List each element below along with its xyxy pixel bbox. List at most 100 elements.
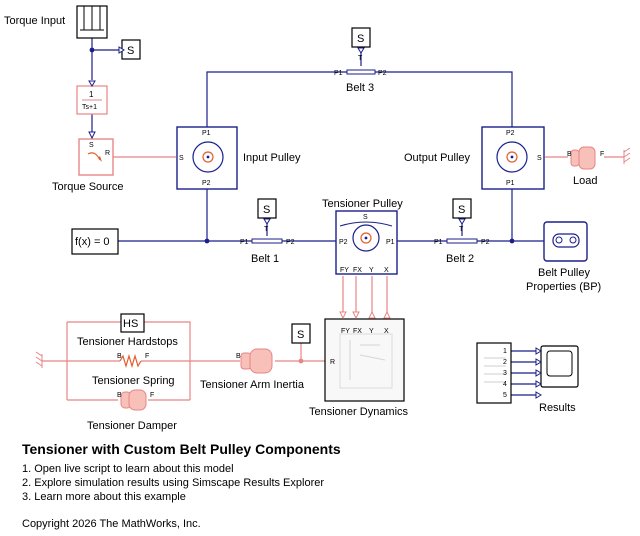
output-pulley-block[interactable]: P2 P1 S [481, 126, 545, 190]
tensioner-damper-label: Tensioner Damper [87, 420, 177, 432]
belt3-block[interactable]: P1 P2 [334, 69, 387, 77]
belt1-block[interactable]: P1 P2 [240, 238, 295, 246]
torque-source-label: Torque Source [52, 181, 124, 193]
physical-connections [42, 156, 624, 401]
tensioner-dynamics-port-r: R [330, 359, 335, 366]
belt3-port-p1: P1 [334, 70, 343, 77]
input-pulley-label: Input Pulley [243, 152, 301, 164]
torque-input-label: Torque Input [4, 15, 65, 27]
belt3-sensor-label: S [357, 33, 364, 45]
belt3-port-p2: P2 [378, 70, 387, 77]
damper-port-b: B [117, 392, 122, 399]
torque-source-port-s: S [89, 142, 94, 149]
torque-source-block[interactable]: S R [78, 138, 114, 176]
results-port-3: 3 [503, 370, 507, 377]
input-pulley-port-s: S [179, 155, 184, 162]
load-port-f: F [600, 151, 604, 158]
transfer-denominator: Ts+1 [82, 104, 97, 111]
model-title: Tensioner with Custom Belt Pulley Compon… [22, 441, 341, 457]
input-pulley-block[interactable]: P1 P2 S [176, 126, 238, 190]
physical-junction [298, 358, 304, 364]
solver-config-label: f(x) = 0 [75, 236, 110, 248]
belt-pulley-properties-block[interactable] [543, 221, 588, 262]
transfer-numerator: 1 [89, 90, 94, 99]
belt1-sensor-label: S [263, 204, 270, 216]
results-port-5: 5 [503, 392, 507, 399]
inertia-port-b: B [236, 353, 241, 360]
belt2-port-p2: P2 [481, 239, 490, 246]
output-pulley-port-p1: P1 [506, 180, 515, 187]
load-port-b: B [567, 151, 572, 158]
torque-input-block[interactable] [76, 5, 108, 39]
tensioner-dynamics-port-fx: FX [353, 328, 362, 335]
output-pulley-port-s: S [537, 155, 542, 162]
tensioner-spring-label: Tensioner Spring [92, 375, 175, 387]
transfer-function-block[interactable]: 1 Ts+1 [76, 85, 108, 115]
tensioner-pulley-port-x: X [384, 267, 389, 274]
torque-scope-label: S [127, 45, 134, 57]
tensioner-spring-block[interactable]: B F [117, 353, 149, 369]
tensioner-dynamics-label: Tensioner Dynamics [309, 406, 409, 418]
junction-dots [89, 47, 515, 244]
tensioner-pulley-port-s: S [363, 214, 368, 221]
ground-icon [623, 147, 631, 164]
output-pulley-label: Output Pulley [404, 152, 471, 164]
tensioner-pulley-port-p1: P1 [386, 239, 395, 246]
results-scope-block[interactable] [540, 345, 579, 388]
input-pulley-port-p2: P2 [202, 180, 211, 187]
step-learn-more[interactable]: 3. Learn more about this example [22, 491, 186, 503]
belt2-sensor-label: S [458, 204, 465, 216]
arrowheads [88, 46, 542, 399]
belt2-label: Belt 2 [446, 253, 474, 265]
tensioner-pulley-label: Tensioner Pulley [322, 198, 403, 210]
hardstops-icon-label: HS [123, 318, 138, 330]
tensioner-hardstops-label: Tensioner Hardstops [77, 336, 178, 348]
input-pulley-port-p1: P1 [202, 130, 211, 137]
results-port-4: 4 [503, 381, 507, 388]
tensioner-hardstops-block[interactable]: HS [120, 313, 145, 333]
torque-sensor-scope[interactable]: S [121, 39, 141, 60]
tensioner-pulley-block[interactable]: P2 P1 S FY FX Y X [335, 210, 398, 275]
arm-sensor[interactable]: S [291, 323, 311, 344]
tensioner-dynamics-block[interactable]: R FY FX Y X [324, 318, 405, 402]
results-port-1: 1 [503, 348, 507, 355]
tensioner-arm-inertia-block[interactable]: B [236, 348, 273, 374]
tensioner-pulley-port-p2: P2 [339, 239, 348, 246]
belt1-port-p2: P2 [286, 239, 295, 246]
arm-sensor-label: S [297, 329, 304, 341]
solver-configuration-block[interactable]: f(x) = 0 [71, 228, 119, 255]
physical-arrowheads [339, 310, 391, 320]
load-block[interactable]: B F [567, 146, 604, 170]
belt2-port-p1: P1 [434, 239, 443, 246]
tensioner-pulley-port-y: Y [369, 267, 374, 274]
results-mux-block[interactable]: 1 2 3 4 5 [476, 342, 512, 404]
belt2-block[interactable]: P1 P2 [434, 238, 490, 246]
results-label: Results [539, 402, 576, 414]
spring-port-b: B [117, 353, 122, 360]
copyright-text: Copyright 2026 The MathWorks, Inc. [22, 518, 201, 530]
belt1-sensor-port-t: T [264, 226, 269, 233]
belt3-sensor-port-t: T [358, 55, 363, 62]
left-ground-icon [35, 351, 43, 368]
belt3-sensor[interactable]: S [351, 27, 371, 48]
belt1-label: Belt 1 [251, 253, 279, 265]
belt2-sensor-port-t: T [459, 226, 464, 233]
belt1-sensor[interactable]: S [257, 198, 277, 219]
step-open-live-script[interactable]: 1. Open live script to learn about this … [22, 463, 234, 475]
torque-source-port-r: R [105, 150, 110, 157]
tensioner-arm-inertia-label: Tensioner Arm Inertia [200, 379, 305, 391]
bp-label-line2: Properties (BP) [526, 281, 601, 293]
output-pulley-port-p2: P2 [506, 130, 515, 137]
tensioner-pulley-port-fy: FY [340, 267, 349, 274]
damper-port-f: F [150, 392, 154, 399]
tensioner-damper-block[interactable]: B F [117, 389, 154, 411]
tensioner-dynamics-port-x: X [384, 328, 389, 335]
results-port-2: 2 [503, 359, 507, 366]
belt1-port-p1: P1 [240, 239, 249, 246]
tensioner-dynamics-port-fy: FY [341, 328, 350, 335]
belt2-sensor[interactable]: S [452, 198, 472, 219]
step-explore-results[interactable]: 2. Explore simulation results using Sims… [22, 477, 325, 489]
load-label: Load [573, 175, 597, 187]
bp-label-line1: Belt Pulley [538, 267, 590, 279]
